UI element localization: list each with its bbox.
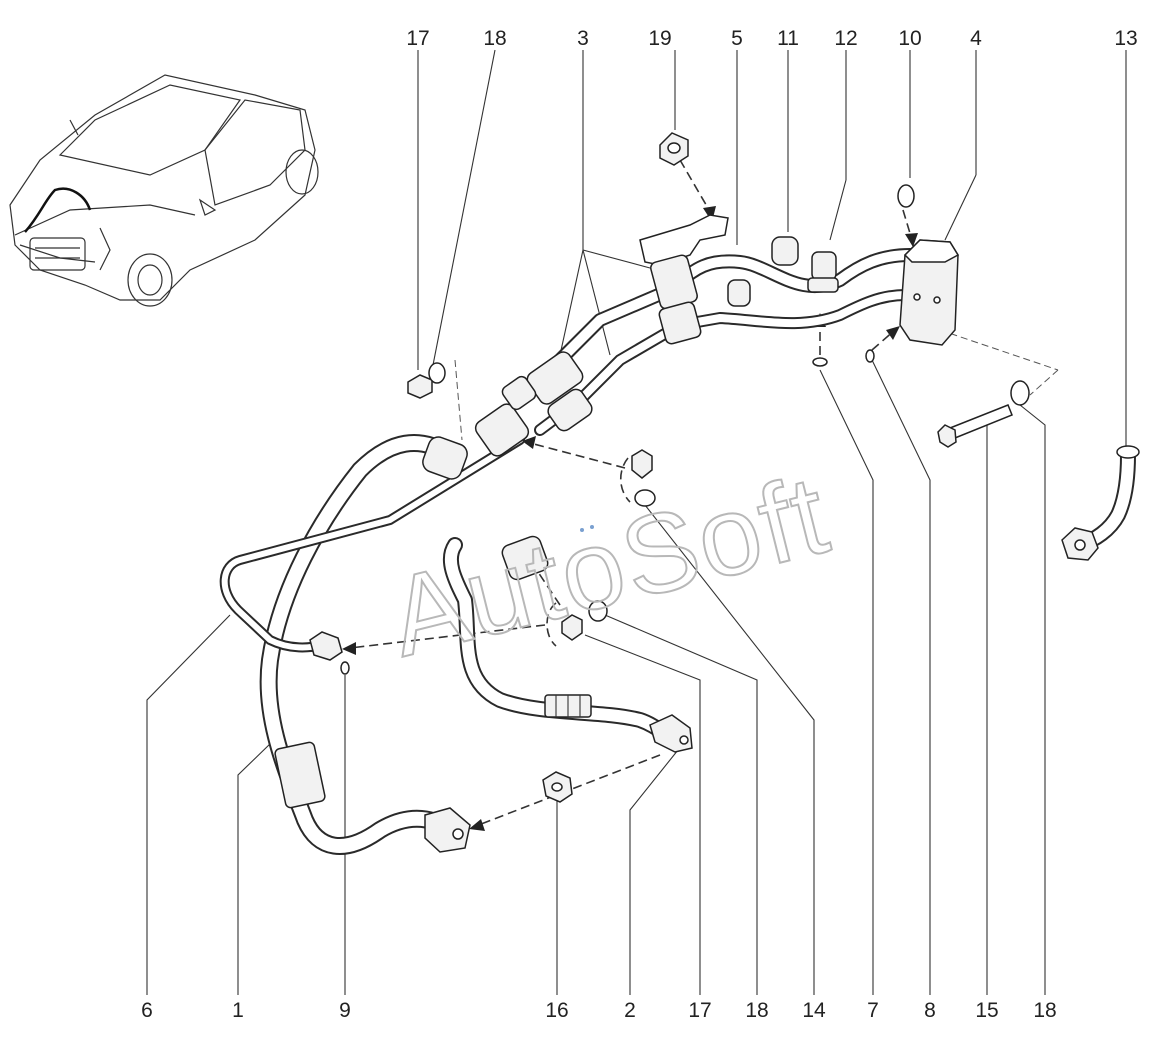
callout-3: 3 [577, 27, 589, 50]
cap-11 [771, 236, 799, 266]
callout-19: 19 [648, 27, 671, 50]
callout-18-bottom-left: 18 [745, 999, 768, 1022]
parts [274, 132, 1140, 853]
callout-15: 15 [975, 999, 998, 1022]
callout-17-top: 17 [406, 27, 429, 50]
callout-6: 6 [141, 999, 153, 1022]
callout-16: 16 [545, 999, 568, 1022]
callout-18-bottom-right: 18 [1033, 999, 1056, 1022]
callout-11: 11 [777, 27, 799, 50]
oring-8 [865, 349, 875, 363]
washer-18-left [428, 362, 446, 384]
washer-18-mid [588, 600, 608, 622]
nut-17-mid [561, 614, 583, 641]
callouts-top: 17 18 3 19 5 11 12 10 4 13 [406, 27, 1137, 50]
watermark-dot [580, 528, 584, 532]
callout-4: 4 [970, 27, 982, 50]
oring-7 [812, 357, 828, 367]
oring-10 [897, 184, 915, 208]
washer-18-right [1010, 380, 1030, 406]
watermark-dot [590, 525, 594, 529]
callout-10: 10 [898, 27, 921, 50]
clamp-lower [658, 301, 702, 345]
callout-14: 14 [802, 999, 826, 1022]
callout-13: 13 [1114, 27, 1137, 50]
washer-14 [634, 489, 656, 507]
bolt-14 [631, 449, 653, 479]
nut-17-left [407, 374, 433, 399]
callout-12: 12 [834, 27, 857, 50]
valve-12 [811, 251, 837, 281]
callout-7: 7 [867, 999, 879, 1022]
callout-2: 2 [624, 999, 636, 1022]
callout-9: 9 [339, 999, 351, 1022]
callouts-bottom: 6 1 9 16 2 17 18 14 7 8 15 18 [141, 999, 1057, 1022]
callout-17-bottom: 17 [688, 999, 711, 1022]
callout-18-top: 18 [483, 27, 506, 50]
callout-1: 1 [232, 999, 244, 1022]
oring-9 [340, 661, 350, 675]
callout-8: 8 [924, 999, 936, 1022]
vehicle-thumbnail [9, 74, 319, 307]
callout-5: 5 [731, 27, 743, 50]
leader-lines [146, 49, 1127, 995]
